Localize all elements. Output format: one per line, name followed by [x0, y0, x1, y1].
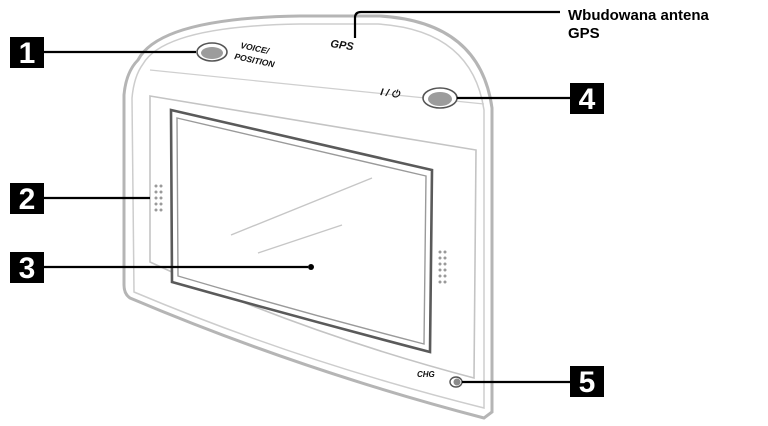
callout-1-box — [10, 37, 44, 68]
antenna-caption-line2: GPS — [568, 25, 600, 42]
chg-label: CHG — [417, 370, 435, 379]
screen-glare-1 — [230, 177, 373, 236]
power-label: I / ⏻ — [380, 87, 401, 101]
gps-print: GPS — [330, 38, 355, 53]
callout-3-dot — [308, 264, 314, 270]
device-housing-inner-rim — [131, 23, 485, 409]
speaker-right — [438, 250, 447, 284]
screen-glare-2 — [257, 224, 343, 254]
speaker-left — [154, 184, 163, 212]
antenna-leader-line — [353, 10, 560, 38]
charge-indicator — [449, 376, 463, 388]
callout-1-number: 1 — [19, 37, 36, 70]
callout-4-number: 4 — [579, 83, 596, 116]
callout-5-number: 5 — [579, 366, 596, 399]
callout-5-box — [570, 366, 604, 397]
screen — [169, 108, 434, 354]
antenna-caption-line1: Wbudowana antena — [568, 7, 709, 24]
callout-3-number: 3 — [19, 252, 36, 285]
callout-4-box — [570, 83, 604, 114]
callout-2-box — [10, 183, 44, 214]
screen-inner-edge — [176, 117, 427, 345]
callout-3-box — [10, 252, 44, 283]
voice-position-button[interactable] — [196, 42, 228, 62]
callout-2-number: 2 — [19, 183, 36, 216]
power-button[interactable] — [422, 87, 458, 109]
